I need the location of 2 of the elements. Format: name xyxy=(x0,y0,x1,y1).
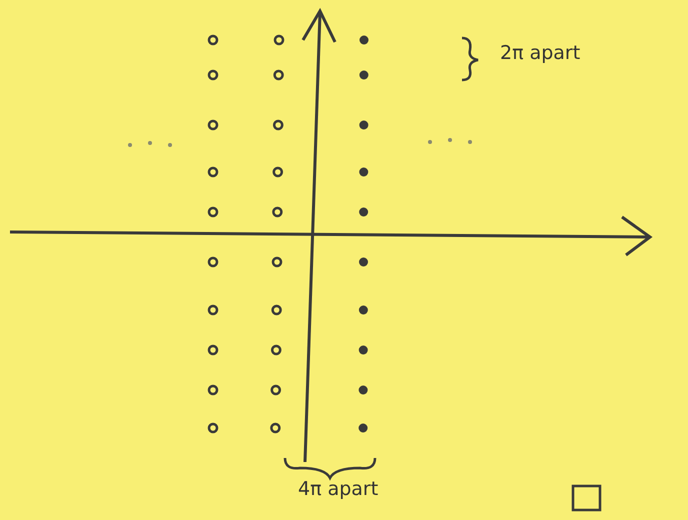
annotation-text: 2π apart xyxy=(500,42,580,64)
annotation-text: 4π apart xyxy=(298,478,378,500)
